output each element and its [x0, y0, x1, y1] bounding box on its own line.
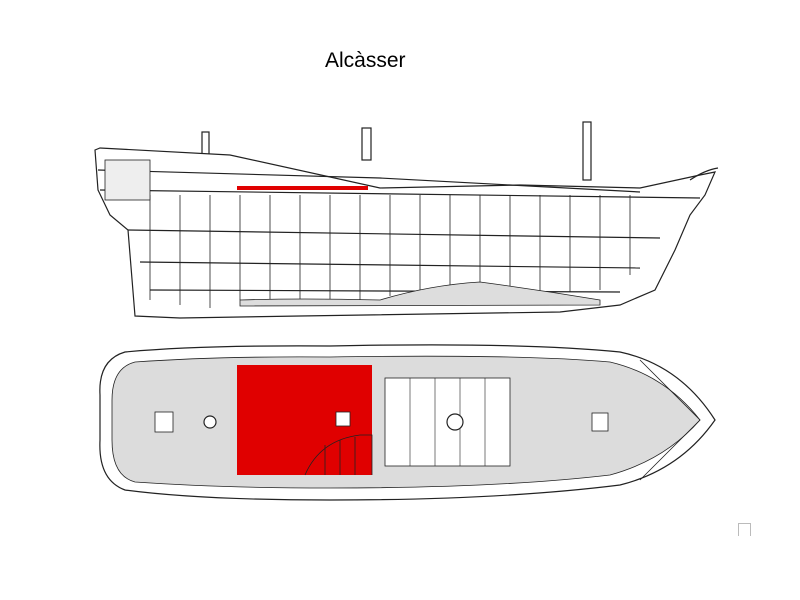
main-mast — [361, 127, 372, 161]
slide-title: Alcàsser — [325, 49, 406, 72]
plan-view — [99, 344, 716, 501]
frame-stanchions — [149, 195, 631, 308]
grating-bars — [409, 378, 486, 466]
stern-hatch — [154, 411, 174, 433]
highlight-details — [304, 411, 373, 476]
capstan — [446, 413, 464, 431]
mizzen-mast-step — [203, 415, 217, 429]
plan-highlight — [237, 365, 372, 475]
stern-gallery — [104, 159, 151, 201]
side-highlight — [237, 186, 368, 190]
hull-outline — [94, 147, 717, 319]
deck-line — [127, 229, 661, 239]
ballast — [239, 281, 601, 307]
companionway-steps — [324, 437, 356, 475]
fore-hatch — [591, 412, 609, 432]
bowsprit — [689, 167, 719, 181]
upper-deck-line — [97, 169, 641, 193]
corner-marker — [738, 523, 751, 536]
side-elevation — [94, 121, 719, 319]
bow-head — [639, 359, 701, 481]
fore-mast — [582, 121, 592, 181]
skylight — [335, 411, 351, 427]
companionway — [304, 434, 373, 476]
